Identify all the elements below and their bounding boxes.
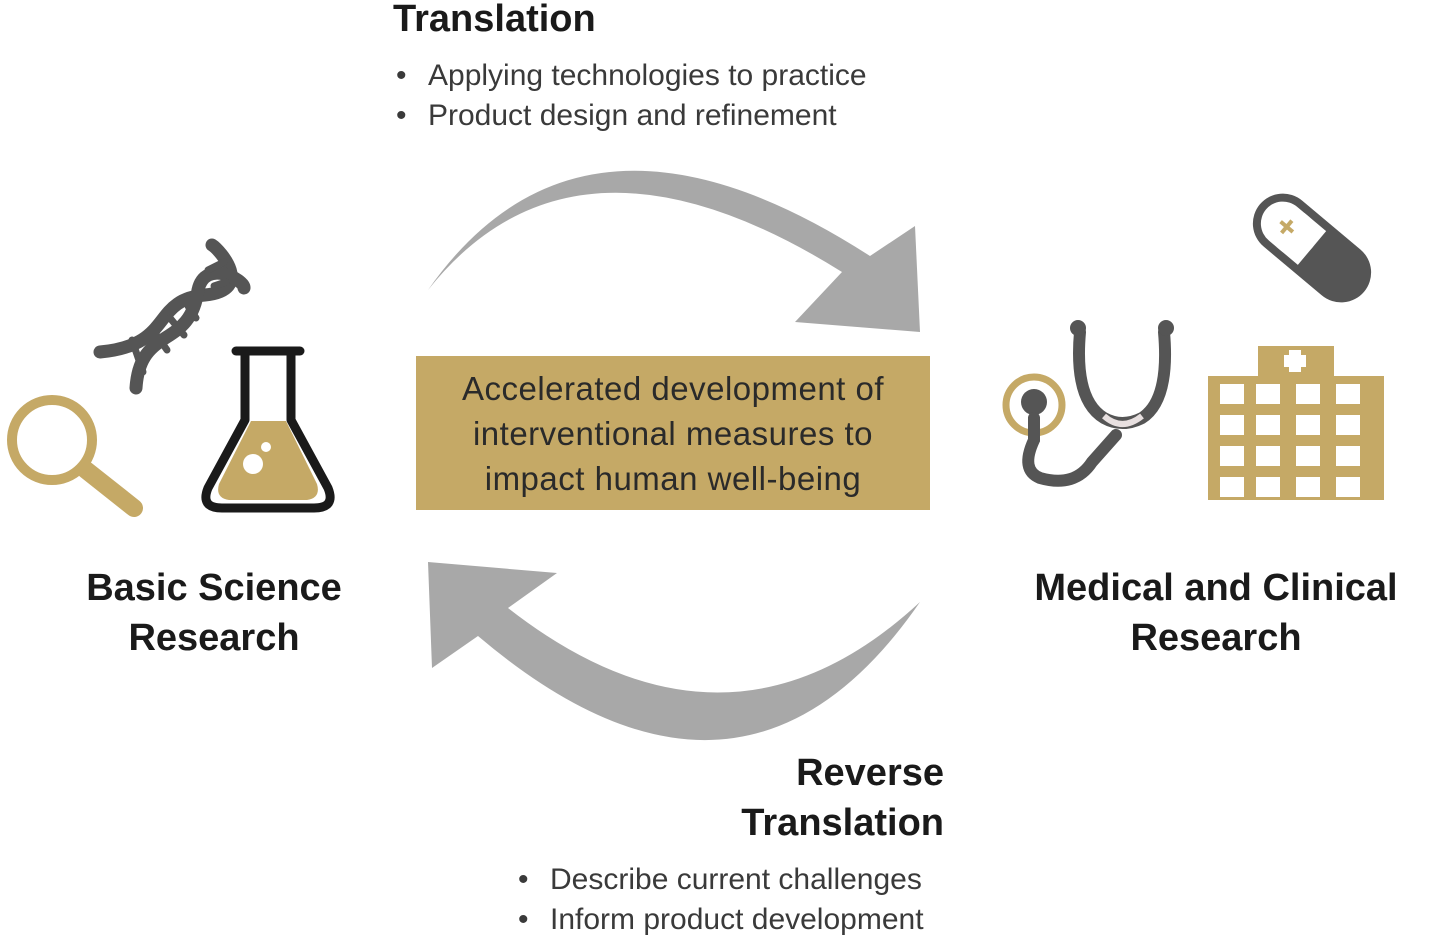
- basic-science-label-line: Research: [128, 617, 300, 659]
- pill-icon: [1252, 193, 1372, 303]
- translation-bullet-list: Applying technologies to practice Produc…: [394, 56, 867, 136]
- translation-bullet: Applying technologies to practice: [394, 56, 867, 96]
- flask-icon: [201, 346, 335, 513]
- hospital-icon: [1208, 346, 1384, 500]
- translation-bullet: Product design and refinement: [394, 96, 867, 136]
- basic-science-label: Basic Science Research: [64, 563, 364, 663]
- reverse-translation-bullet-list: Describe current challenges Inform produ…: [516, 860, 924, 940]
- center-goal-line: Accelerated development of: [461, 369, 885, 407]
- translation-title: Translation: [393, 0, 596, 44]
- reverse-translation-bullet: Describe current challenges: [516, 860, 924, 900]
- center-goal-line: impact human well-being: [484, 459, 862, 497]
- reverse-translation-bullet: Inform product development: [516, 900, 924, 940]
- reverse-translation-title: Reverse Translation: [700, 748, 944, 848]
- translation-arrow: [428, 170, 920, 332]
- dna-icon: [93, 238, 251, 395]
- center-goal-text: Accelerated development of interventiona…: [462, 366, 884, 501]
- center-goal-box: Accelerated development of interventiona…: [416, 356, 930, 510]
- translation-title-text: Translation: [393, 0, 596, 40]
- medical-clinical-label-line: Medical and Clinical: [1034, 567, 1398, 609]
- magnifying-glass-icon: [7, 395, 143, 517]
- center-goal-line: interventional measures to: [472, 414, 874, 452]
- reverse-translation-title-line: Translation: [741, 802, 944, 844]
- stethoscope-icon: [1002, 320, 1174, 487]
- reverse-translation-arrow: [428, 562, 920, 741]
- reverse-translation-title-line: Reverse: [796, 752, 944, 794]
- basic-science-label-line: Basic Science: [86, 567, 342, 609]
- medical-clinical-label: Medical and Clinical Research: [1006, 563, 1426, 663]
- medical-clinical-label-line: Research: [1130, 617, 1302, 659]
